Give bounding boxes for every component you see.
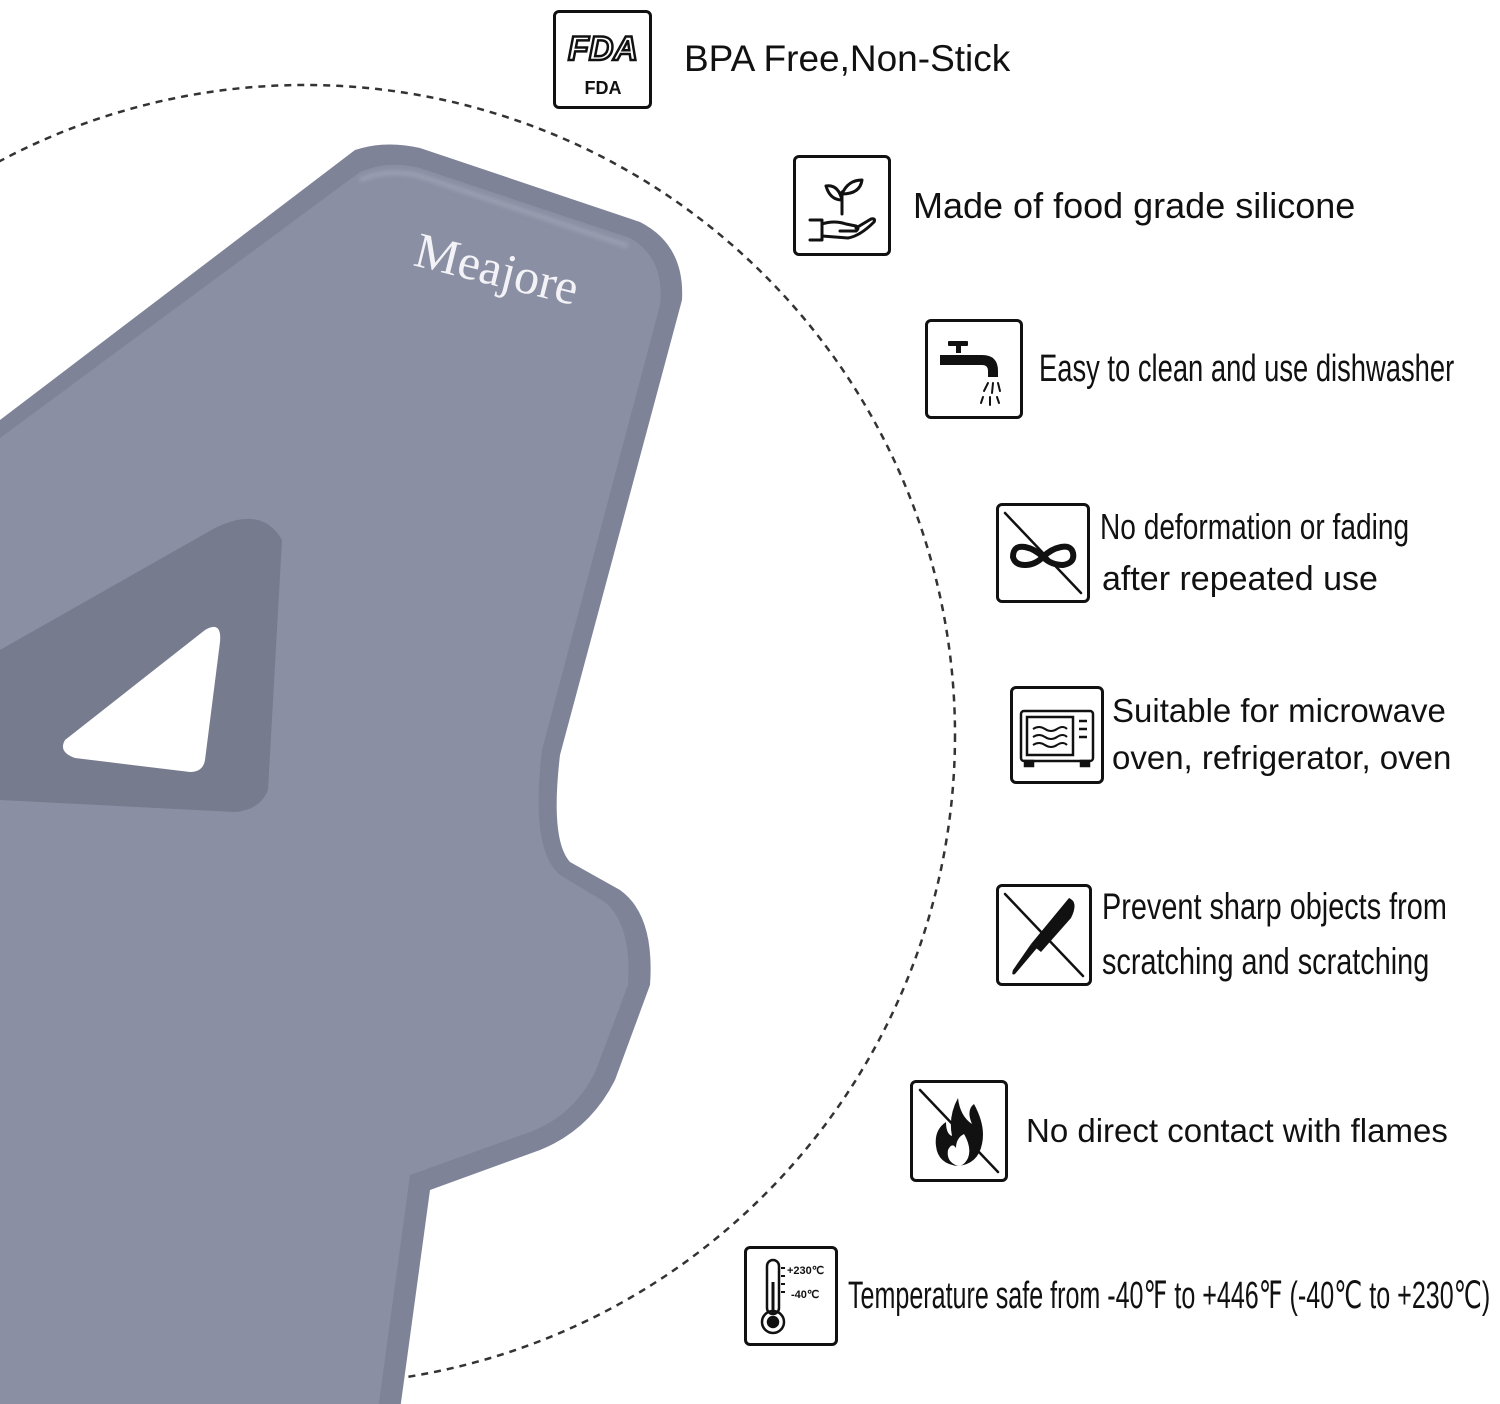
feature-fda-line-1: BPA Free,Non-Stick [684, 38, 1011, 80]
feature-sharp: Prevent sharp objects from scratching an… [996, 880, 1462, 990]
mold-highlight [359, 170, 629, 248]
feature-microwave: Suitable for microwave oven, refrigerato… [1010, 686, 1451, 784]
feature-flame: No direct contact with flames [910, 1080, 1448, 1182]
feature-dishwasher-line-1: Easy to clean and use dishwasher [1039, 347, 1455, 390]
thermometer-icon-bottom-label: -40℃ [791, 1289, 819, 1301]
fda-icon-bottom-label: FDA [584, 78, 621, 98]
feature-microwave-line-1: Suitable for microwave [1112, 692, 1446, 730]
mold-triangle-hole [62, 626, 221, 772]
feature-fda: FDA FDA BPA Free,Non-Stick [553, 10, 1010, 109]
fda-icon: FDA FDA [553, 10, 652, 109]
feature-temperature-line-1: Temperature safe from -40℉ to +446℉ (-40… [848, 1274, 1491, 1317]
feature-sharp-line-2: scratching and scratching [1102, 940, 1430, 982]
faucet-icon [925, 319, 1023, 419]
feature-deformation-line-2: after repeated use [1102, 560, 1378, 598]
plant-in-hand-icon [793, 155, 891, 256]
microwave-icon [1010, 686, 1104, 784]
feature-microwave-line-2: oven, refrigerator, oven [1112, 739, 1452, 776]
feature-deformation-line-1: No deformation or fading [1100, 506, 1410, 547]
silicone-number-four-mold [0, 144, 683, 1404]
thermometer-icon-top-label: +230℃ [787, 1265, 824, 1277]
feature-silicone: Made of food grade silicone [793, 155, 1355, 256]
feature-dishwasher: Easy to clean and use dishwasher [925, 319, 1500, 419]
feature-deformation: No deformation or fading after repeated … [996, 500, 1410, 605]
thermometer-icon: +230℃ -40℃ [744, 1246, 838, 1346]
feature-temperature: +230℃ -40℃ Temperature safe from -40℉ to… [744, 1246, 1498, 1346]
feature-flame-line-1: No direct contact with flames [1026, 1112, 1448, 1150]
feature-sharp-line-1: Prevent sharp objects from [1102, 886, 1447, 927]
no-knife-icon [996, 883, 1092, 986]
no-flame-icon [910, 1080, 1008, 1182]
no-deformation-icon [996, 502, 1090, 603]
feature-silicone-line-1: Made of food grade silicone [913, 184, 1356, 226]
mold-face [0, 164, 661, 1404]
fda-icon-top-label: FDA [568, 30, 638, 68]
